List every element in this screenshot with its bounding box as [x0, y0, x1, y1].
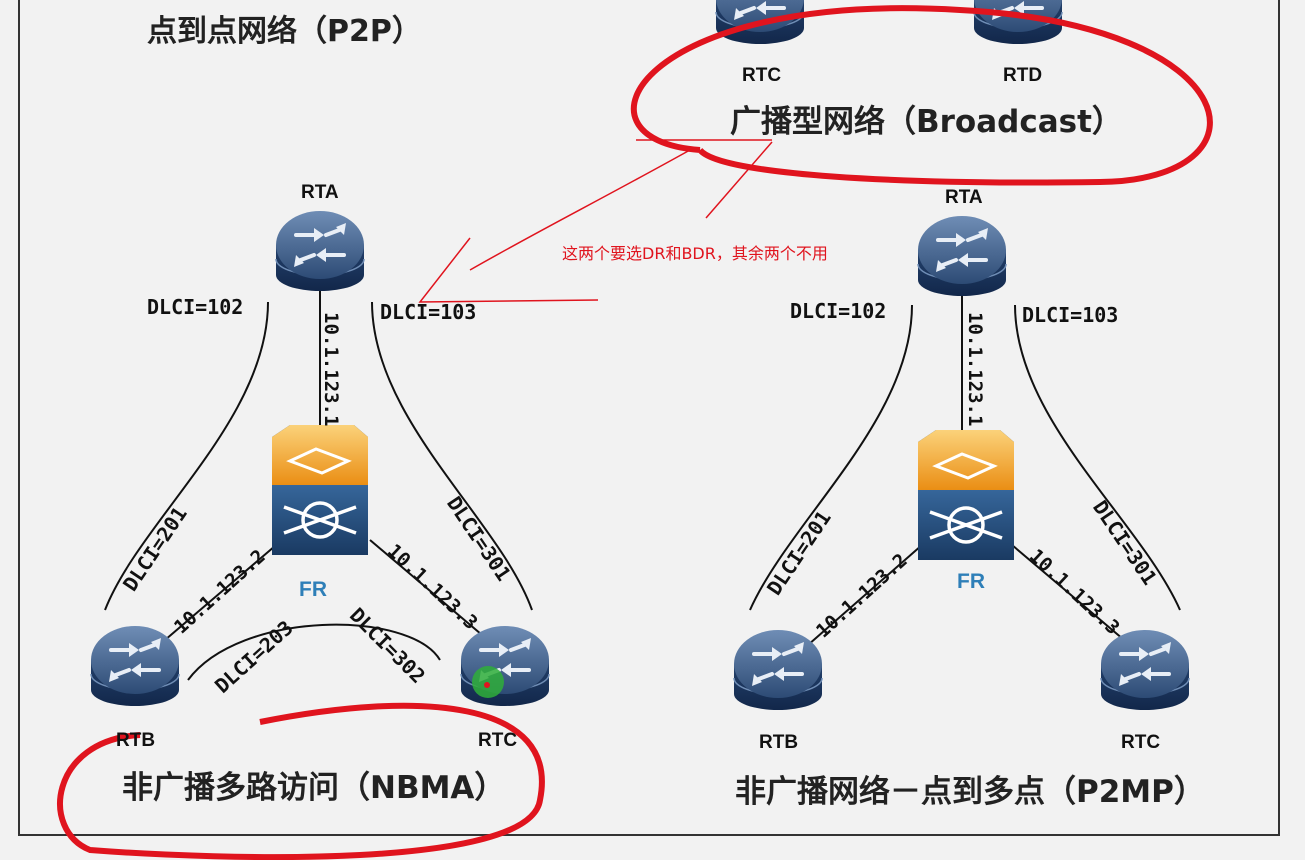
ip-rta-nbma: 10.1.123.1 [320, 312, 342, 427]
pvc-rta-rtb [104, 301, 269, 611]
title-p2p: 点到点网络（P2P） [147, 14, 422, 49]
link-rtb-fr [164, 539, 283, 641]
arrow-curve [469, 149, 691, 271]
dlci-103-nbma: DLCI=103 [380, 300, 477, 324]
pvc-rta-rtb-p2mp [749, 304, 913, 611]
pvc-rta-rtc-p2mp [1014, 304, 1181, 611]
router-rtb-nbma [89, 624, 181, 708]
p2mp-links [749, 295, 1181, 646]
nbma-links [104, 290, 533, 681]
label-rtb-p2mp: RTB [759, 732, 799, 753]
router-rtc-p2mp [1099, 628, 1191, 712]
cursor-dot [484, 682, 490, 688]
ip-rta-p2mp: 10.1.123.1 [964, 312, 986, 427]
red-annotations [57, 5, 1213, 860]
circle-broadcast [630, 5, 1213, 186]
router-rtb-p2mp [732, 628, 824, 712]
label-fr-p2mp: FR [957, 570, 985, 593]
label-rta-p2mp: RTA [945, 187, 983, 208]
cursor-highlight [472, 666, 504, 698]
label-rtd-broadcast: RTD [1003, 65, 1043, 86]
title-broadcast: 广播型网络（Broadcast） [730, 104, 1123, 140]
dlci-102-nbma: DLCI=102 [147, 295, 244, 319]
link-rtb-fr-p2mp [807, 544, 923, 646]
frame-relay-switch-p2mp [916, 428, 1016, 562]
label-rtc-broadcast: RTC [742, 65, 782, 86]
label-fr-nbma: FR [299, 578, 327, 601]
label-rtc-nbma: RTC [478, 730, 518, 751]
title-nbma: 非广播多路访问（NBMA） [122, 770, 506, 806]
pvc-rta-rtc [371, 301, 533, 611]
label-rta-nbma: RTA [301, 182, 339, 203]
pvc-rtb-rtc [187, 623, 441, 681]
link-rtc-fr [369, 539, 489, 641]
diagram-frame [18, 0, 1280, 836]
arrow-line-diagonal [705, 141, 773, 219]
title-p2mp: 非广播网络－点到多点（P2MP） [735, 774, 1205, 810]
router-rtc-nbma [459, 624, 551, 708]
arrow-head [418, 237, 599, 303]
circle-nbma [57, 702, 545, 860]
label-rtb-nbma: RTB [116, 730, 156, 751]
router-rta-nbma [274, 209, 366, 293]
dlci-103-p2mp: DLCI=103 [1022, 303, 1119, 327]
dlci-102-p2mp: DLCI=102 [790, 299, 887, 323]
annotation-text: 这两个要选DR和BDR，其余两个不用 [562, 244, 828, 263]
link-rtc-fr-p2mp [1011, 544, 1131, 646]
frame-relay-switch-nbma [270, 423, 370, 557]
router-rta-p2mp [916, 214, 1008, 298]
label-rtc-p2mp: RTC [1121, 732, 1161, 753]
